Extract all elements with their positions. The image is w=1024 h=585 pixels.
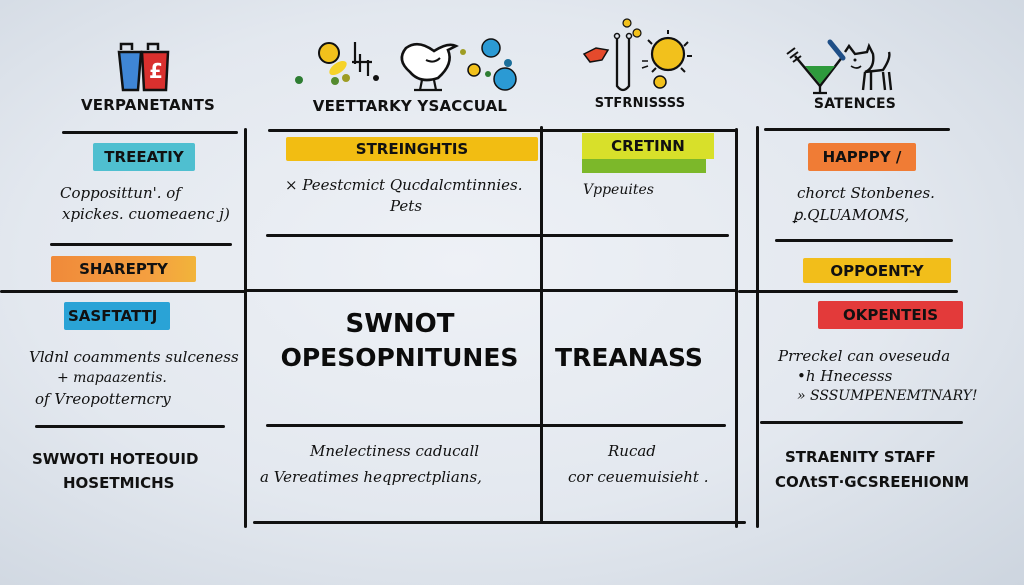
tag-okpenteis: OKPENTEIS [818,301,963,329]
row1-rule-col2-3 [266,234,729,237]
row2-rule-col2-3 [266,424,726,427]
divider-col1-col2 [244,128,247,528]
row1-col1-line2: xpickes. cuomeaenc j) [62,205,230,223]
header-rule-col2-3 [268,129,738,132]
divider-col2-col3 [540,126,543,523]
row3-col2-line1: Mnelectiness caducall [310,442,480,460]
tag-treeatiy: TREEATIY [93,143,195,171]
row1-col3-line1: Vppeuites [583,182,654,198]
divider-col3-inner [735,128,738,528]
tag-cretinn: CRETINN [611,137,685,155]
row2-col1-line3: of Vreopotterncry [35,390,171,408]
row1-rule-col4 [775,239,953,242]
column-title-4: SATENCES [813,96,897,112]
row3-col3-line1: Rucad [608,442,656,460]
paint-cups-icon: £ [117,42,170,92]
row2-col1-line2: + mapaazentis. [57,370,167,386]
row2-rule-col4 [760,421,963,424]
row3-col1-line2: HOSETMICHS [63,474,175,492]
tag-strenghtis: STREINGHTIS [286,137,538,161]
column-title-3: STFRNISSSS [594,96,686,111]
middle-rule-left [0,290,246,293]
column-title-2: VEETTARKY YSACCUAL [312,97,508,115]
row2-col4-line2: •h Hnecesss [797,367,893,385]
row2-rule-col1 [35,425,225,428]
row1-col2-line1: × Peestcmict Qucdalcmtinnies. [285,176,523,194]
svg-text:£: £ [149,59,163,83]
row1-col2-line2: Pets [390,197,423,215]
cat-cocktail-icon [786,39,893,95]
row3-col2-line2: a Vereatimes heqprectplians, [260,468,482,486]
chicken-icon [295,38,517,92]
tag-oppoent-y: OPPOENT-Y [803,258,951,283]
row1-col1-line1: Copposittun'. of [60,184,181,202]
row3-col3-line2: cor ceuemuisieht . [568,468,709,486]
middle-rule-center [246,289,738,292]
row3-col4-line2: COΛtST·GCSREEHIONM [775,473,970,491]
row2-col4-line3: » SSSUMPENEMTNARY! [797,388,978,404]
tag-cretinn-bg [582,133,714,159]
tag-sasftattj: SASFTATTJ [64,302,170,330]
column-title-1: VERPANETANTS [80,96,216,114]
tag-sharepty: SHAREPTY [51,256,196,282]
swot-title-line2: OPESOPNITUNES [280,343,519,372]
header-rule-col4 [764,128,950,131]
row1-rule-col1 [50,243,232,246]
test-tube-sun-icon [582,18,692,92]
row1-col4-line2: ꝑ.QLUAMOMS, [793,206,910,224]
row3-col1-line1: SWWOTI HOTEOUID [32,450,199,468]
row3-col4-line1: STRAENITY STAFF [785,448,936,466]
swot-title-line1: SWNOT [345,309,455,339]
divider-col3-col4 [756,126,759,528]
treanass-title: TREANASS [555,343,703,372]
middle-rule-right [738,290,958,293]
tag-happpy: HAPPPY / [808,143,916,171]
row1-col4-line1: chorct Stonbenes. [797,184,935,202]
row2-col1-line1: Vldnl coamments sulceness [29,348,239,366]
header-rule-col1 [62,131,238,134]
bottom-rule-center [253,521,746,524]
row2-col4-line1: Prreckel can oveseuda [778,347,951,365]
tag-cretinn-underline [582,159,706,173]
